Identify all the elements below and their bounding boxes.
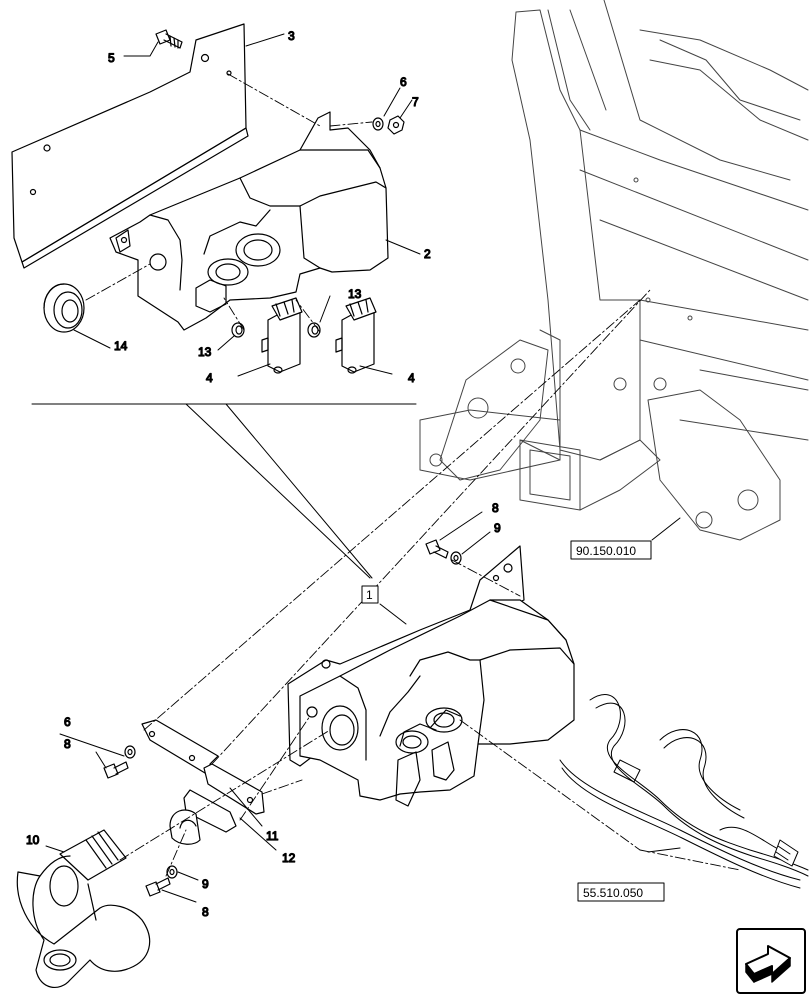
bolt-8-lower <box>145 877 171 897</box>
reservoir-body-2 <box>109 111 389 331</box>
callout-2: 2 <box>424 247 431 261</box>
grommet-14 <box>43 283 85 333</box>
ref-box-harness[interactable]: 55.510.050 <box>577 882 665 902</box>
callout-12: 12 <box>282 851 296 865</box>
assembly-center-lines-lower <box>119 289 741 877</box>
next-page-button[interactable] <box>736 928 806 994</box>
callout-14: 14 <box>114 339 128 353</box>
callout-4-right: 4 <box>408 371 415 385</box>
mounting-plate-3 <box>11 23 249 269</box>
washer-pump-4-left <box>261 297 303 374</box>
callout-3: 3 <box>288 29 295 43</box>
callout-4-left: 4 <box>206 371 213 385</box>
callout-13-top: 13 <box>348 287 362 301</box>
tractor-front-frame <box>419 0 809 541</box>
washer-pump-4-right <box>335 297 377 374</box>
ref-link-90-150-010[interactable]: 90.150.010 <box>576 544 636 558</box>
callout-6-lower: 6 <box>64 715 71 729</box>
bolt-5 <box>155 29 183 49</box>
callout-9-upper: 9 <box>494 521 501 535</box>
bolt-8-lower-left <box>103 761 129 779</box>
callout-5: 5 <box>108 51 115 65</box>
hose-clip <box>169 789 237 845</box>
assembly-center-lines-top <box>85 73 373 333</box>
next-page-arrow-icon <box>745 945 791 983</box>
ref-link-55-510-050[interactable]: 55.510.050 <box>583 886 643 900</box>
hose-10 <box>16 829 151 988</box>
callout-9-lower: 9 <box>202 877 209 891</box>
callout-1: 1 <box>366 588 373 602</box>
callout-10: 10 <box>26 833 40 847</box>
washer-6-lower <box>124 745 136 759</box>
washer-9-lower <box>166 865 178 879</box>
washer-6-top <box>372 117 384 131</box>
wiring-harness <box>559 694 809 889</box>
reservoir-assembled <box>299 599 575 807</box>
seal-13-left <box>231 322 245 338</box>
callout-8-lower-left: 8 <box>64 737 71 751</box>
callout-leaders <box>45 33 681 903</box>
callout-8-lower: 8 <box>202 905 209 919</box>
ref-box-frame[interactable]: 90.150.010 <box>570 540 652 560</box>
bracket-11 <box>141 719 219 777</box>
callout-7: 7 <box>412 95 419 109</box>
bolt-8-upper <box>425 539 449 559</box>
detail-leader-lines <box>31 403 417 579</box>
callout-1-box: 1 <box>361 585 379 604</box>
callout-11: 11 <box>266 829 279 843</box>
callout-8-upper: 8 <box>492 501 499 515</box>
nut-7-top <box>387 115 405 135</box>
callout-6-top: 6 <box>400 75 407 89</box>
callout-13-left: 13 <box>198 345 212 359</box>
